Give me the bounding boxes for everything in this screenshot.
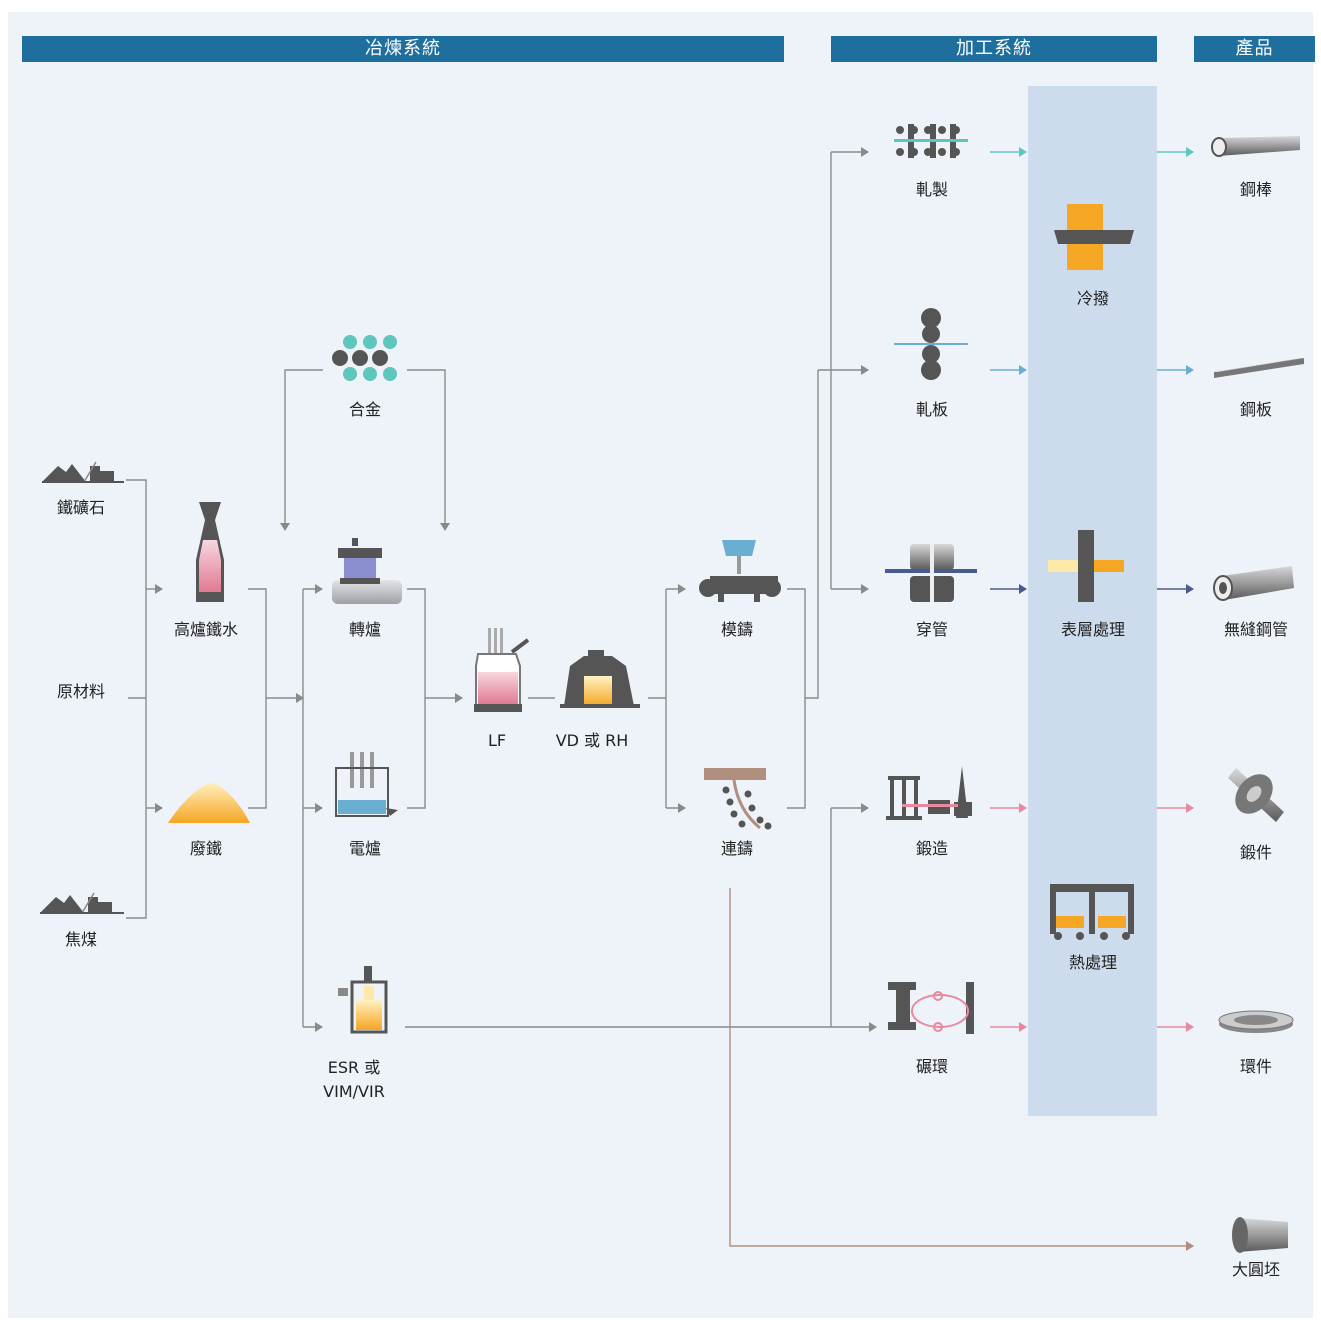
label-seamless-tube: 無縫鋼管 bbox=[1223, 620, 1288, 639]
label-forging-product: 鍛件 bbox=[1239, 843, 1272, 862]
tube-piercing-icon bbox=[885, 544, 977, 602]
label-steel-bar: 鋼棒 bbox=[1239, 180, 1272, 199]
label-bar-rolling: 軋製 bbox=[915, 180, 948, 199]
continuous-casting-icon bbox=[704, 768, 772, 830]
alloy-icon bbox=[332, 335, 397, 381]
label-ring-rolling: 碾環 bbox=[915, 1057, 948, 1076]
label-ring-product: 環件 bbox=[1239, 1057, 1272, 1076]
ring-product-icon bbox=[1218, 1010, 1294, 1033]
bar-rolling-icon bbox=[894, 124, 968, 158]
label-raw-material: 原材料 bbox=[56, 682, 105, 701]
label-blast-furnace: 高爐鐵水 bbox=[173, 620, 238, 639]
scrap-icon bbox=[168, 782, 250, 823]
heat-treatment-icon bbox=[1050, 884, 1134, 940]
coke-icon bbox=[40, 892, 124, 914]
label-forging: 鍛造 bbox=[915, 839, 948, 858]
plate-rolling-icon bbox=[894, 308, 968, 380]
ladle-furnace-icon bbox=[474, 628, 530, 712]
label-lf: LF bbox=[487, 731, 507, 750]
label-plate-rolling: 軋板 bbox=[915, 400, 948, 419]
label-converter: 轉爐 bbox=[348, 620, 381, 639]
label-continuous-casting: 連鑄 bbox=[720, 839, 753, 858]
label-steel-plate: 鋼板 bbox=[1239, 400, 1272, 419]
forging-icon bbox=[886, 766, 972, 820]
ring-rolling-icon bbox=[888, 982, 974, 1034]
label-surface-treatment: 表層處理 bbox=[1060, 620, 1125, 639]
vacuum-degassing-icon bbox=[560, 650, 640, 708]
bloom-icon bbox=[1232, 1217, 1288, 1253]
converter-icon bbox=[332, 538, 402, 604]
label-vd: VD 或 RH bbox=[555, 731, 629, 750]
header-processing: 加工系統 bbox=[831, 36, 1157, 62]
label-heat-treatment: 熱處理 bbox=[1068, 953, 1117, 972]
label-piercing: 穿管 bbox=[915, 620, 948, 639]
ingot-casting-icon bbox=[699, 540, 781, 602]
steel-plate-icon bbox=[1214, 358, 1304, 378]
label-scrap: 廢鐵 bbox=[189, 839, 222, 858]
steel-bar-icon bbox=[1211, 136, 1300, 157]
header-products: 產品 bbox=[1194, 36, 1315, 62]
surface-treatment-icon bbox=[1048, 530, 1124, 602]
label-bloom: 大圓坯 bbox=[1231, 1260, 1280, 1279]
header-smelting: 冶煉系統 bbox=[22, 36, 784, 62]
cold-drawing-icon bbox=[1054, 204, 1134, 270]
label-coke: 焦煤 bbox=[64, 930, 97, 949]
esr-icon bbox=[338, 966, 388, 1034]
label-cold-drawing: 冷撥 bbox=[1076, 289, 1109, 308]
forging-product-icon bbox=[1228, 768, 1284, 822]
label-esr: ESR 或 VIM/VIR bbox=[323, 1058, 385, 1101]
label-iron-ore: 鐵礦石 bbox=[56, 498, 105, 517]
label-eaf: 電爐 bbox=[348, 839, 381, 858]
label-alloy: 合金 bbox=[348, 400, 381, 419]
blast-furnace-icon bbox=[196, 502, 224, 602]
label-ingot-casting: 模鑄 bbox=[720, 620, 753, 639]
electric-furnace-icon bbox=[335, 752, 398, 817]
seamless-tube-icon bbox=[1213, 566, 1294, 601]
iron-ore-icon bbox=[42, 461, 124, 483]
